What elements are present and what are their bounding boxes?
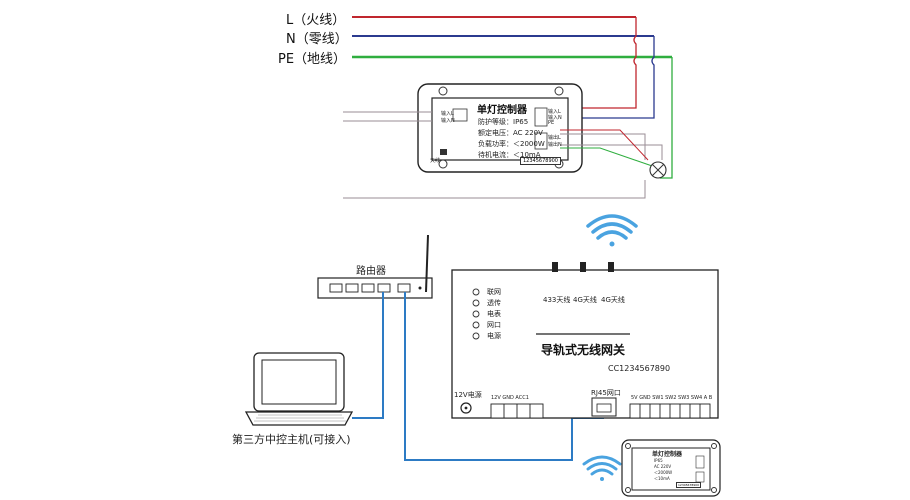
controller-top-right-terminal-b: [534, 132, 548, 150]
controller-small-specs: IP65 AC 220V ＜2000W ＜10mA: [654, 458, 672, 482]
controller-top-left-terminal: [452, 108, 468, 122]
spec-row: 防护等级：IP65: [478, 118, 529, 126]
led-label: 电表: [487, 310, 501, 318]
gateway-body: [451, 269, 719, 419]
pe-drop-wire: [660, 57, 673, 179]
gateway-serial: CC1234567890: [608, 364, 671, 373]
pe-line-label: PE（地线）: [278, 52, 347, 67]
led-indicator: [472, 310, 480, 318]
led-indicator: [472, 288, 480, 296]
spec-row: ＜2000W: [654, 470, 673, 475]
router-ports: [329, 283, 411, 293]
router: [317, 234, 433, 299]
screw-icon: [438, 159, 448, 169]
router-led: [418, 286, 422, 290]
antenna-port: [440, 149, 447, 155]
router-laptop-cable: [352, 292, 384, 419]
terminal-left-label: 12V GND ACC1: [491, 395, 529, 401]
spec-row: ＜10mA: [654, 476, 670, 481]
wifi-signal-icon: [586, 214, 638, 247]
controller-small-title: 单灯控制器: [652, 451, 683, 458]
led-indicator: [472, 321, 480, 329]
terminal-label: 输入L: [548, 109, 561, 115]
led-indicator: [472, 299, 480, 307]
controller-top-serial: 12345678900: [520, 157, 561, 165]
led-labels: 联网 透传 电表 网口 电源: [487, 287, 501, 342]
antenna-label-433: 433天线: [543, 296, 571, 304]
antenna-label: 天线: [430, 158, 441, 164]
led-indicators: [472, 288, 480, 340]
controller-top-title: 单灯控制器: [477, 105, 527, 116]
antenna-label-4g-1: 4G天线: [573, 296, 597, 304]
antenna-connectors: [552, 262, 614, 272]
n-line-label: N（零线）: [286, 32, 348, 47]
led-label: 电源: [487, 332, 501, 340]
terminal-label: 输入N: [548, 115, 562, 121]
laptop-label: 第三方中控主机(可接入): [232, 433, 351, 446]
controller-top-specs: 防护等级：IP65 额定电压：AC 220V 负载功率：＜2000W 待机电流：…: [478, 117, 545, 161]
screw-icon: [711, 443, 717, 449]
controller-top-right-terminal-a: [534, 107, 548, 127]
terminal-label: 输出N: [548, 142, 562, 148]
led-indicator: [472, 332, 480, 340]
router-body: [317, 277, 433, 299]
router-label: 路由器: [356, 266, 386, 277]
antenna-label-4g-2: 4G天线: [601, 296, 625, 304]
spec-row: 额定电压：AC 220V: [478, 129, 543, 137]
wifi-signal-icon: [582, 455, 622, 481]
led-label: 联网: [487, 288, 501, 296]
n-drop-wire: [560, 36, 655, 119]
terminal-label: 输出L: [548, 135, 561, 141]
led-label: 透传: [487, 299, 501, 307]
led-label: 网口: [487, 321, 501, 329]
screw-icon: [625, 443, 631, 449]
terminal-right-label: 5V GND SW1 SW2 SW3 SW4 A B: [631, 395, 713, 401]
power-label: 12V电源: [454, 391, 482, 399]
controller-top-wires: [343, 111, 663, 199]
output-wires-color: [560, 129, 659, 169]
spec-row: AC 220V: [654, 464, 672, 469]
screw-icon: [711, 487, 717, 493]
laptop: [244, 352, 354, 426]
spec-row: 负载功率：＜2000W: [478, 140, 545, 148]
router-antenna: [425, 234, 429, 293]
screw-icon: [554, 86, 564, 96]
gateway-title: 导轨式无线网关: [541, 343, 626, 357]
screw-icon: [438, 86, 448, 96]
screw-icon: [625, 487, 631, 493]
terminal-label: 输入L: [441, 111, 454, 117]
lamp-icon: [649, 161, 667, 179]
rj45-label: RJ45网口: [591, 389, 621, 397]
terminal-label: 输入N: [441, 118, 455, 124]
terminal-block-right: [629, 403, 711, 419]
controller-small-serial: 12345678900: [676, 482, 701, 488]
gateway: [451, 262, 719, 419]
laptop-keyboard: [244, 411, 354, 426]
spec-row: IP65: [654, 458, 663, 463]
terminal-block-left: [490, 403, 544, 419]
l-drop-wire: [560, 17, 637, 109]
l-line-label: L（火线）: [286, 13, 346, 28]
spec-row: 待机电流：＜10mA: [478, 151, 541, 159]
terminal-label: PE: [548, 120, 555, 126]
mains-wires: [352, 16, 673, 179]
